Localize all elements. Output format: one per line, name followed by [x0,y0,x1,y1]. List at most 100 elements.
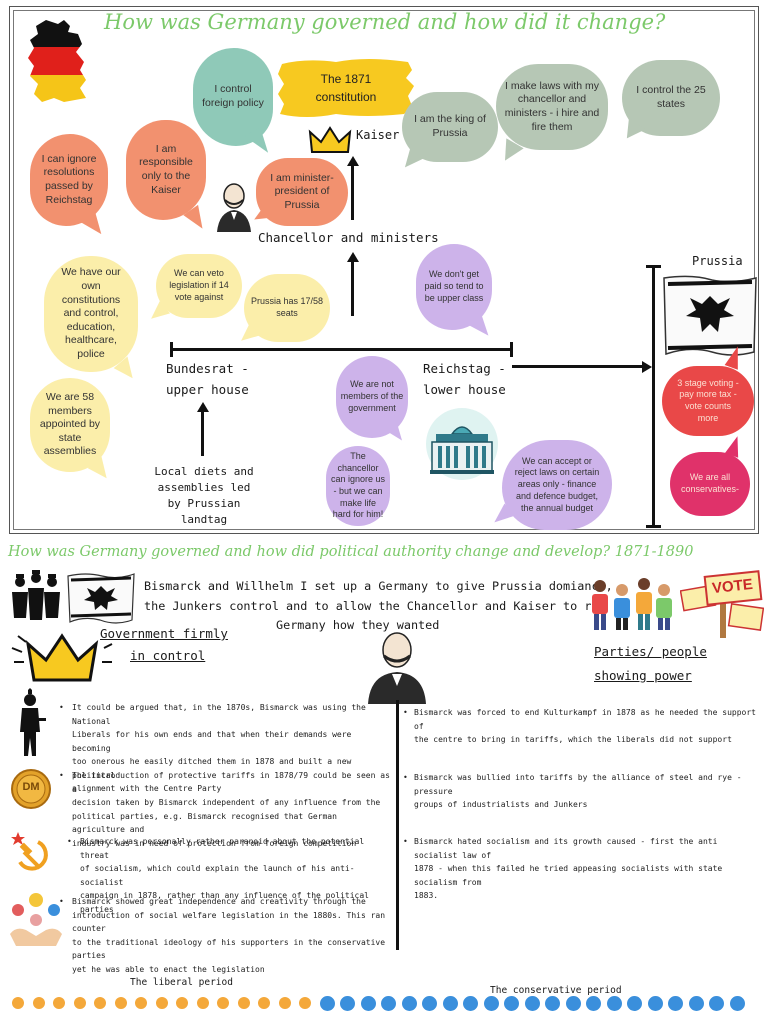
timeline-dot [483,995,499,1011]
timeline-dot [627,995,642,1011]
prussia-bar-cap-bottom [646,525,661,528]
vote-signs-icon [680,570,764,638]
reichstag-building-icon [426,408,498,480]
timeline-dot [196,997,209,1009]
arrow-from-local-diets-head [196,402,209,412]
arrow-to-chancellor-head [346,252,359,262]
conservative-period-label: The conservative period [490,985,622,996]
timeline-dot [709,995,724,1011]
timeline-dot [381,995,396,1011]
reichstag-label: Reichstag -lower house [423,361,506,397]
left-bullet-4: • Bismarck showed great independence and… [59,897,386,974]
top-frame-outer [9,6,759,534]
timeline-dot [32,997,45,1009]
right-bullet-1: • Bismarck was forced to end Kulturkampf… [403,708,756,744]
chancellor-label: Chancellor and ministers [258,230,439,245]
timeline-dot [422,995,437,1011]
big-crown-icon [11,633,113,682]
timeline-dot [647,995,663,1011]
intro-text: Bismarck and Willhelm I set up a Germany… [144,579,613,632]
bubble-3-stage-voting: 3 stage voting -pay more tax -vote count… [662,366,754,436]
dm-coin-label: DM [22,781,40,793]
crown-icon [308,126,352,153]
bismarck-center-portrait-icon [368,632,426,704]
arrow-to-chancellor-line [351,262,354,316]
timeline-dot [155,997,168,1009]
left-bullet-3: • Bismarck was personally rather paranoi… [67,837,369,914]
soldiers-icon [12,570,60,620]
timeline-dot [565,995,581,1011]
right-bullet-2: • Bismarck was bullied into tariffs by t… [403,773,742,809]
timeline-dot [606,995,622,1011]
constitution-brush-shape [278,59,414,117]
left-bullet-1: • It could be argued that, in the 1870s,… [59,703,366,793]
timeline-dot [504,995,519,1011]
timeline-dot [442,995,458,1011]
prussian-flag-icon [663,275,757,356]
timeline-dot [53,997,65,1009]
deutschmark-coin-icon [11,769,51,809]
timeline-dot [217,997,229,1009]
left-bullet-2: • The introduction of protective tariffs… [59,771,390,848]
bundesrat-label: Bundesrat -upper house [166,361,249,397]
constitution-title: The 1871 constitution [315,72,377,104]
arrow-to-kaiser-head [346,156,359,166]
timeline-dot [176,997,188,1009]
hammer-sickle-icon [11,832,48,871]
right-bullet-3: • Bismarck hated socialism and its growt… [403,837,723,900]
timeline-dot [12,997,24,1009]
house-connector-cap-right [510,342,513,357]
timeline-dot [524,995,540,1011]
protest-people-icon [592,578,672,630]
timeline-dot [729,995,745,1011]
timeline-dot [258,997,270,1009]
column-divider [396,700,399,950]
house-connector-cap-left [170,342,173,357]
timeline-dot [135,997,147,1009]
timeline-dot [340,995,355,1011]
gov-heading: Government firmly in control [100,626,228,663]
kaiser-silhouette-icon [20,688,46,756]
arrow-from-local-diets-line [201,410,204,456]
timeline-dot [299,997,311,1009]
timeline-dot [360,995,376,1011]
kaiser-label: Kaiser [356,128,400,142]
timeline-dot [278,997,291,1009]
prussia-bar [652,266,655,528]
timeline-dot [668,995,683,1011]
timeline-dot [545,995,560,1011]
timeline-dot [586,995,601,1011]
timeline-dot [237,997,250,1009]
top-title: How was Germany governed and how did it … [104,10,666,34]
prussia-label: Prussia [692,254,743,268]
parties-heading: Parties/ people showing power [594,644,707,683]
bottom-title: How was Germany governed and how did pol… [8,544,694,560]
top-frame-inner [13,10,755,530]
timeline-dot [114,997,127,1009]
timeline-dot [73,997,86,1009]
prussia-bar-cap-top [646,265,661,268]
welfare-hands-icon [10,893,62,946]
house-connector-line [170,348,512,351]
timeline-dot [688,995,704,1011]
timeline-dot [401,995,417,1011]
timeline-dot [94,997,106,1009]
timeline-dot [319,995,335,1011]
germany-flag-map-icon [28,20,86,102]
arrow-to-prussia-head [642,360,652,373]
liberal-period-label: The liberal period [130,977,233,988]
arrow-to-kaiser-line [351,164,354,220]
